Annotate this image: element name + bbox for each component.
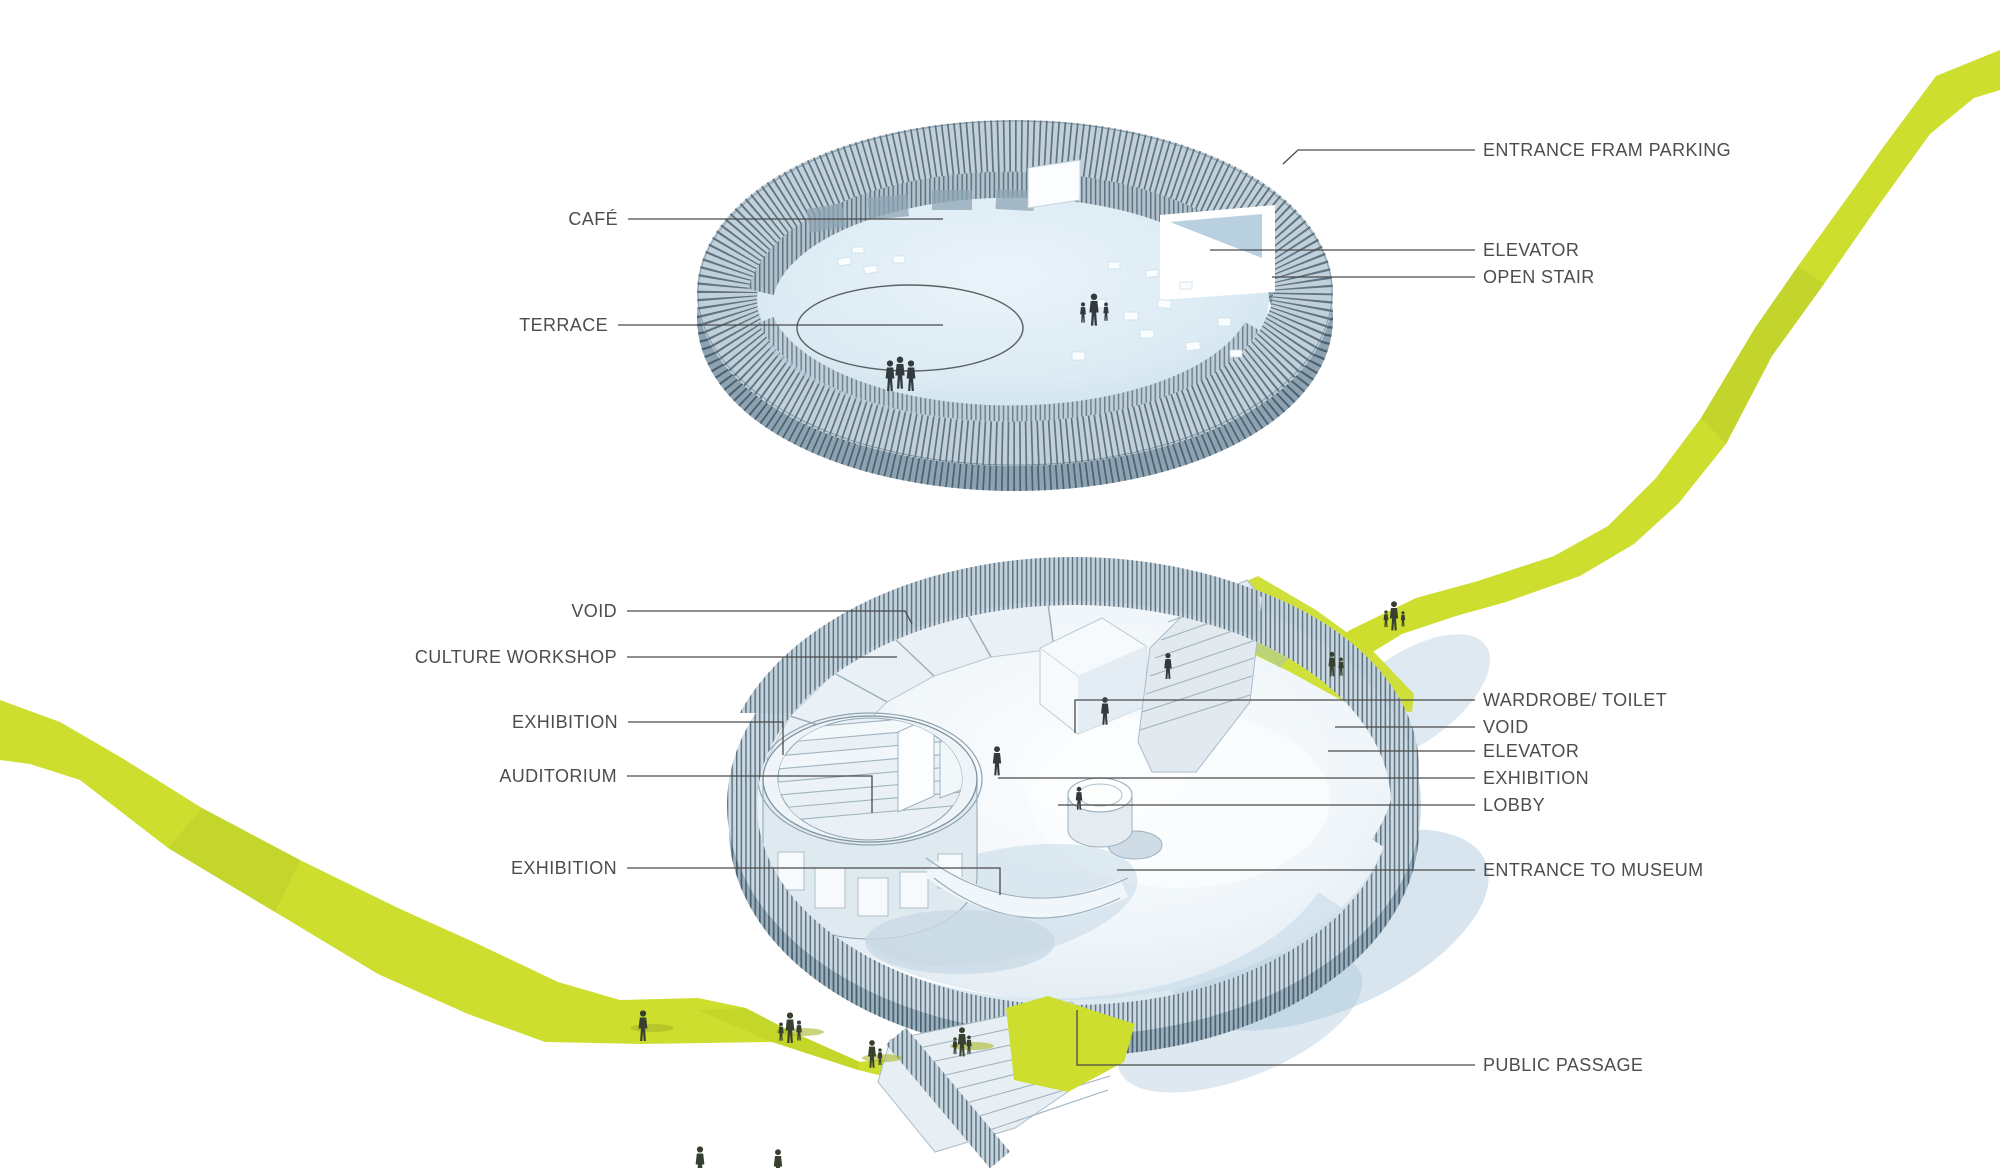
lower-gallery-opening [865,910,1055,974]
ribbon-facet-shade [1701,266,1824,444]
label-entrance-fram-parking: ENTRANCE FRAM PARKING [1483,140,1731,160]
leader-exhibition-lower [627,867,1001,895]
leader-public-passage [1076,1010,1475,1066]
label-cafe: CAFÉ [568,209,618,229]
balcony-ramp [865,857,1129,974]
cafe-windows [806,189,1035,233]
leader-entrance-fram-parking [1282,149,1475,165]
label-exhibition-lower: EXHIBITION [511,858,617,878]
label-exhibition-left: EXHIBITION [512,712,618,732]
entrance-box [1027,159,1081,209]
label-void-left: VOID [571,601,617,621]
leader-void-left [627,610,913,625]
auditorium-drum [757,712,983,940]
terrace-furniture [837,246,1243,361]
label-elevator-lower: ELEVATOR [1483,741,1579,761]
path-figures [630,601,1406,1168]
label-open-stair: OPEN STAIR [1483,267,1595,287]
label-lobby: LOBBY [1483,795,1545,815]
leader-auditorium [627,775,873,813]
label-wardrobe-toilet: WARDROBE/ TOILET [1483,690,1667,710]
open-stair-wedge [1170,214,1262,258]
ribbon-facet-shade-3 [698,1008,860,1070]
labels: ENTRANCE FRAM PARKING CAFÉ ELEVATOR OPEN… [415,140,1731,1075]
ribbon-front-wedge [1006,996,1135,1092]
lobby-desk [1067,777,1163,860]
label-exhibition-right: EXHIBITION [1483,768,1589,788]
wardrobe-toilet-block [1039,617,1147,735]
leader-wardrobe-toilet [1074,699,1475,733]
terrace-floor [757,181,1269,417]
label-culture-workshop: CULTURE WORKSHOP [415,647,617,667]
label-entrance-to-museum: ENTRANCE TO MUSEUM [1483,860,1704,880]
label-elevator-upper: ELEVATOR [1483,240,1579,260]
label-void-right: VOID [1483,717,1529,737]
label-auditorium: AUDITORIUM [499,766,617,786]
upper-level-terrace [697,120,1333,491]
leader-exhibition-left [628,721,784,755]
label-terrace: TERRACE [519,315,608,335]
label-public-passage: PUBLIC PASSAGE [1483,1055,1643,1075]
leader-lines [618,149,1475,1066]
drum-windows [777,851,963,917]
ribbon-facet-shade-2 [168,808,300,912]
